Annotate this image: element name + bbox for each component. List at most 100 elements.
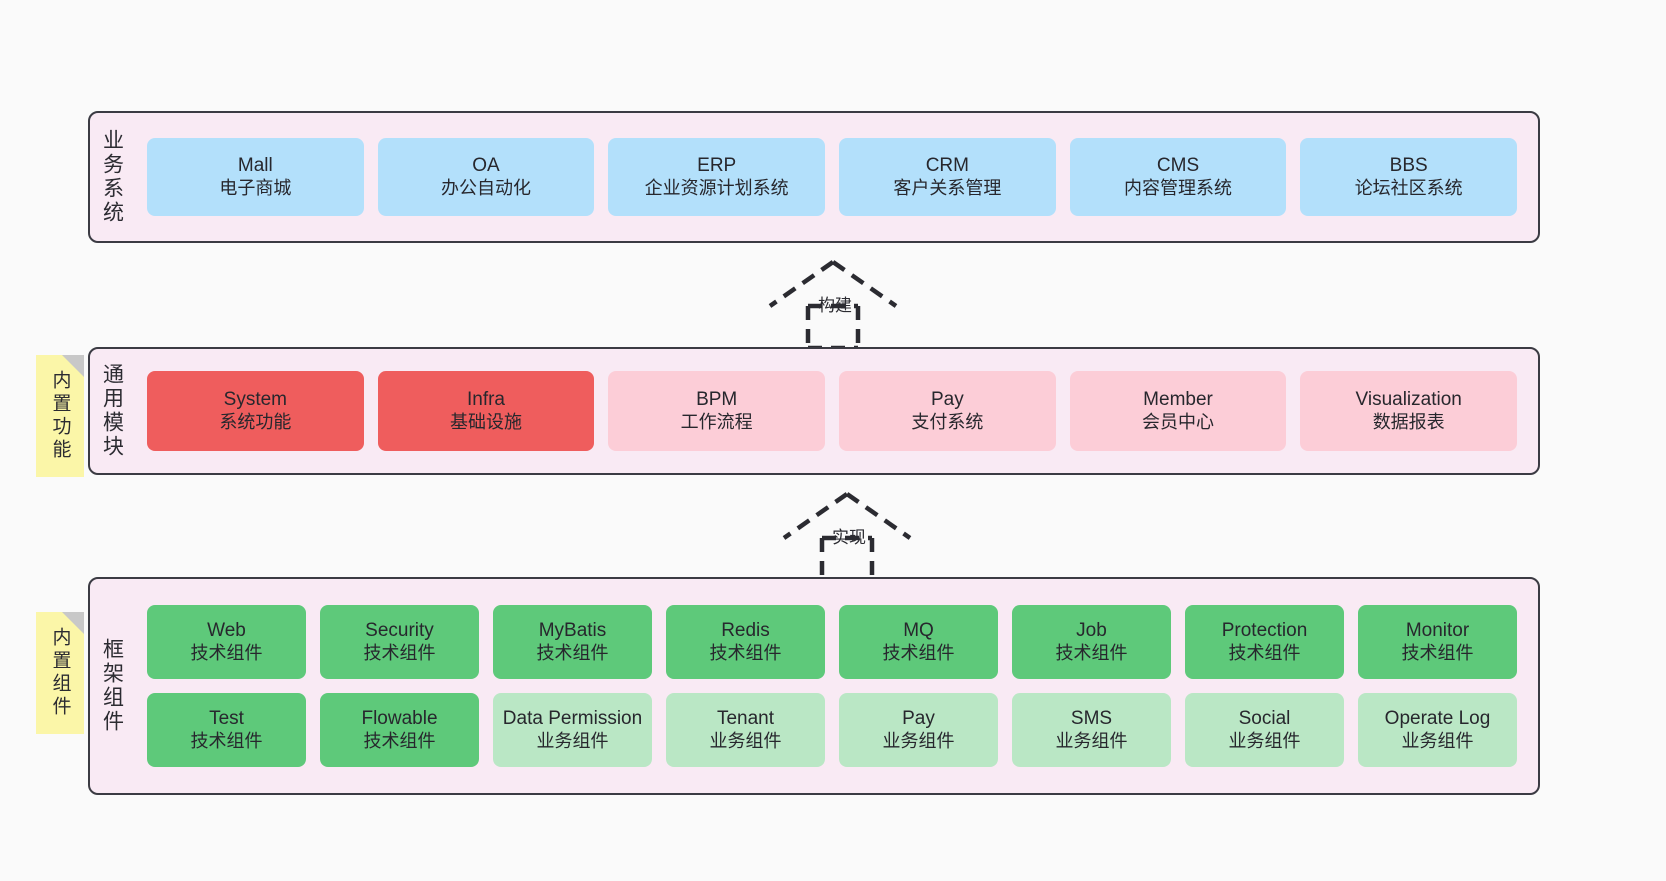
card-redis[interactable]: Redis 技术组件	[666, 605, 825, 679]
card-title-en: OA	[472, 155, 500, 177]
card-title-cn: 业务组件	[882, 730, 955, 751]
card-tenant[interactable]: Tenant 业务组件	[666, 693, 825, 767]
card-bbs[interactable]: BBS 论坛社区系统	[1300, 138, 1518, 216]
card-title-en: BPM	[696, 389, 738, 411]
card-title-en: CMS	[1156, 155, 1200, 177]
card-title-cn: 业务组件	[709, 730, 782, 751]
sticky-note-label: 内置功能	[49, 370, 71, 462]
card-title-en: ERP	[697, 155, 737, 177]
card-pay[interactable]: Pay 支付系统	[839, 371, 1056, 451]
card-title-cn: 业务组件	[1055, 730, 1128, 751]
card-title-en: Redis	[721, 620, 770, 642]
card-title-en: Protection	[1221, 620, 1308, 642]
card-title-en: Flowable	[361, 708, 438, 730]
card-title-cn: 技术组件	[1228, 642, 1301, 663]
card-title-cn: 业务组件	[536, 730, 609, 751]
card-title-en: Job	[1076, 620, 1107, 642]
layer-title-business: 业务系统	[100, 129, 124, 225]
card-title-cn: 技术组件	[190, 642, 263, 663]
layer-title-framework: 框架组件	[100, 638, 124, 734]
card-title-cn: 技术组件	[1401, 642, 1474, 663]
layer-title-common: 通用模块	[100, 363, 124, 459]
card-web[interactable]: Web 技术组件	[147, 605, 306, 679]
card-title-en: CRM	[925, 155, 969, 177]
connector-implement: 实现	[772, 490, 922, 583]
card-title-cn: 基础设施	[450, 411, 522, 432]
card-title-cn: 业务组件	[1228, 730, 1301, 751]
card-title-en: Operate Log	[1384, 708, 1491, 730]
card-title-en: SMS	[1070, 708, 1113, 730]
card-flowable[interactable]: Flowable 技术组件	[320, 693, 479, 767]
layer-body-framework: Web 技术组件 Security 技术组件 MyBatis 技术组件 Redi…	[134, 579, 1538, 793]
folded-corner-icon	[62, 355, 84, 377]
card-title-cn: 技术组件	[709, 642, 782, 663]
generalization-arrow-icon	[768, 260, 898, 351]
card-member[interactable]: Member 会员中心	[1069, 371, 1287, 451]
framework-tech-row: Web 技术组件 Security 技术组件 MyBatis 技术组件 Redi…	[140, 605, 1524, 679]
card-title-en: Web	[207, 620, 246, 642]
layer-framework-components: 框架组件 Web 技术组件 Security 技术组件 MyBatis 技术组件…	[88, 577, 1540, 795]
card-operate-log[interactable]: Operate Log 业务组件	[1358, 693, 1517, 767]
card-bpm[interactable]: BPM 工作流程	[608, 371, 826, 451]
card-title-en: MQ	[903, 620, 934, 642]
card-oa[interactable]: OA 办公自动化	[377, 138, 595, 216]
card-title-cn: 企业资源计划系统	[644, 177, 789, 198]
generalization-arrow-icon	[782, 492, 912, 583]
card-protection[interactable]: Protection 技术组件	[1185, 605, 1344, 679]
card-title-cn: 业务组件	[1401, 730, 1474, 751]
card-title-cn: 支付系统	[911, 411, 984, 432]
card-title-en: Data Permission	[502, 708, 643, 730]
card-title-en: Pay	[902, 708, 935, 730]
card-mall[interactable]: Mall 电子商城	[147, 138, 364, 216]
card-title-cn: 技术组件	[1055, 642, 1128, 663]
card-title-cn: 技术组件	[536, 642, 609, 663]
card-title-en: Visualization	[1355, 389, 1462, 411]
card-mybatis[interactable]: MyBatis 技术组件	[493, 605, 652, 679]
card-title-en: Member	[1143, 389, 1213, 411]
card-title-cn: 电子商城	[219, 177, 292, 198]
card-system[interactable]: System 系统功能	[147, 371, 364, 451]
sticky-note-label: 内置组件	[49, 627, 71, 719]
card-title-en: Infra	[466, 389, 506, 411]
card-title-cn: 技术组件	[190, 730, 263, 751]
card-pay-business[interactable]: Pay 业务组件	[839, 693, 998, 767]
card-visualization[interactable]: Visualization 数据报表	[1300, 371, 1518, 451]
card-title-cn: 客户关系管理	[893, 177, 1002, 198]
card-title-cn: 数据报表	[1372, 411, 1445, 432]
card-sms[interactable]: SMS 业务组件	[1012, 693, 1171, 767]
card-title-en: System	[223, 389, 288, 411]
card-monitor[interactable]: Monitor 技术组件	[1358, 605, 1517, 679]
card-test[interactable]: Test 技术组件	[147, 693, 306, 767]
card-erp[interactable]: ERP 企业资源计划系统	[608, 138, 826, 216]
card-title-cn: 技术组件	[363, 642, 436, 663]
card-title-cn: 技术组件	[882, 642, 955, 663]
card-title-en: Tenant	[716, 708, 775, 730]
connector-implement-label: 实现	[832, 528, 866, 547]
card-data-permission[interactable]: Data Permission 业务组件	[493, 693, 652, 767]
layer-body-business: Mall 电子商城 OA 办公自动化 ERP 企业资源计划系统 CRM 客户关系…	[134, 113, 1538, 241]
layer-business-systems: 业务系统 Mall 电子商城 OA 办公自动化 ERP 企业资源计划系统 CRM…	[88, 111, 1540, 243]
card-title-cn: 会员中心	[1142, 411, 1215, 432]
card-crm[interactable]: CRM 客户关系管理	[839, 138, 1056, 216]
card-title-cn: 工作流程	[680, 411, 753, 432]
connector-build: 构建	[758, 258, 908, 351]
card-title-cn: 办公自动化	[441, 177, 531, 198]
folded-corner-icon	[62, 612, 84, 634]
card-security[interactable]: Security 技术组件	[320, 605, 479, 679]
card-title-cn: 技术组件	[363, 730, 436, 751]
card-title-en: Monitor	[1405, 620, 1470, 642]
card-cms[interactable]: CMS 内容管理系统	[1069, 138, 1287, 216]
card-title-cn: 系统功能	[219, 411, 292, 432]
card-infra[interactable]: Infra 基础设施	[377, 371, 595, 451]
card-title-en: Security	[365, 620, 434, 642]
connector-build-label: 构建	[818, 296, 852, 315]
layer-common-modules: 通用模块 System 系统功能 Infra 基础设施 BPM 工作流程 Pay…	[88, 347, 1540, 475]
card-title-cn: 内容管理系统	[1124, 177, 1233, 198]
card-title-en: MyBatis	[538, 620, 607, 642]
card-social[interactable]: Social 业务组件	[1185, 693, 1344, 767]
card-title-en: Social	[1238, 708, 1291, 730]
card-mq[interactable]: MQ 技术组件	[839, 605, 998, 679]
card-job[interactable]: Job 技术组件	[1012, 605, 1171, 679]
sticky-note-builtin-functions: 内置功能	[36, 355, 84, 477]
